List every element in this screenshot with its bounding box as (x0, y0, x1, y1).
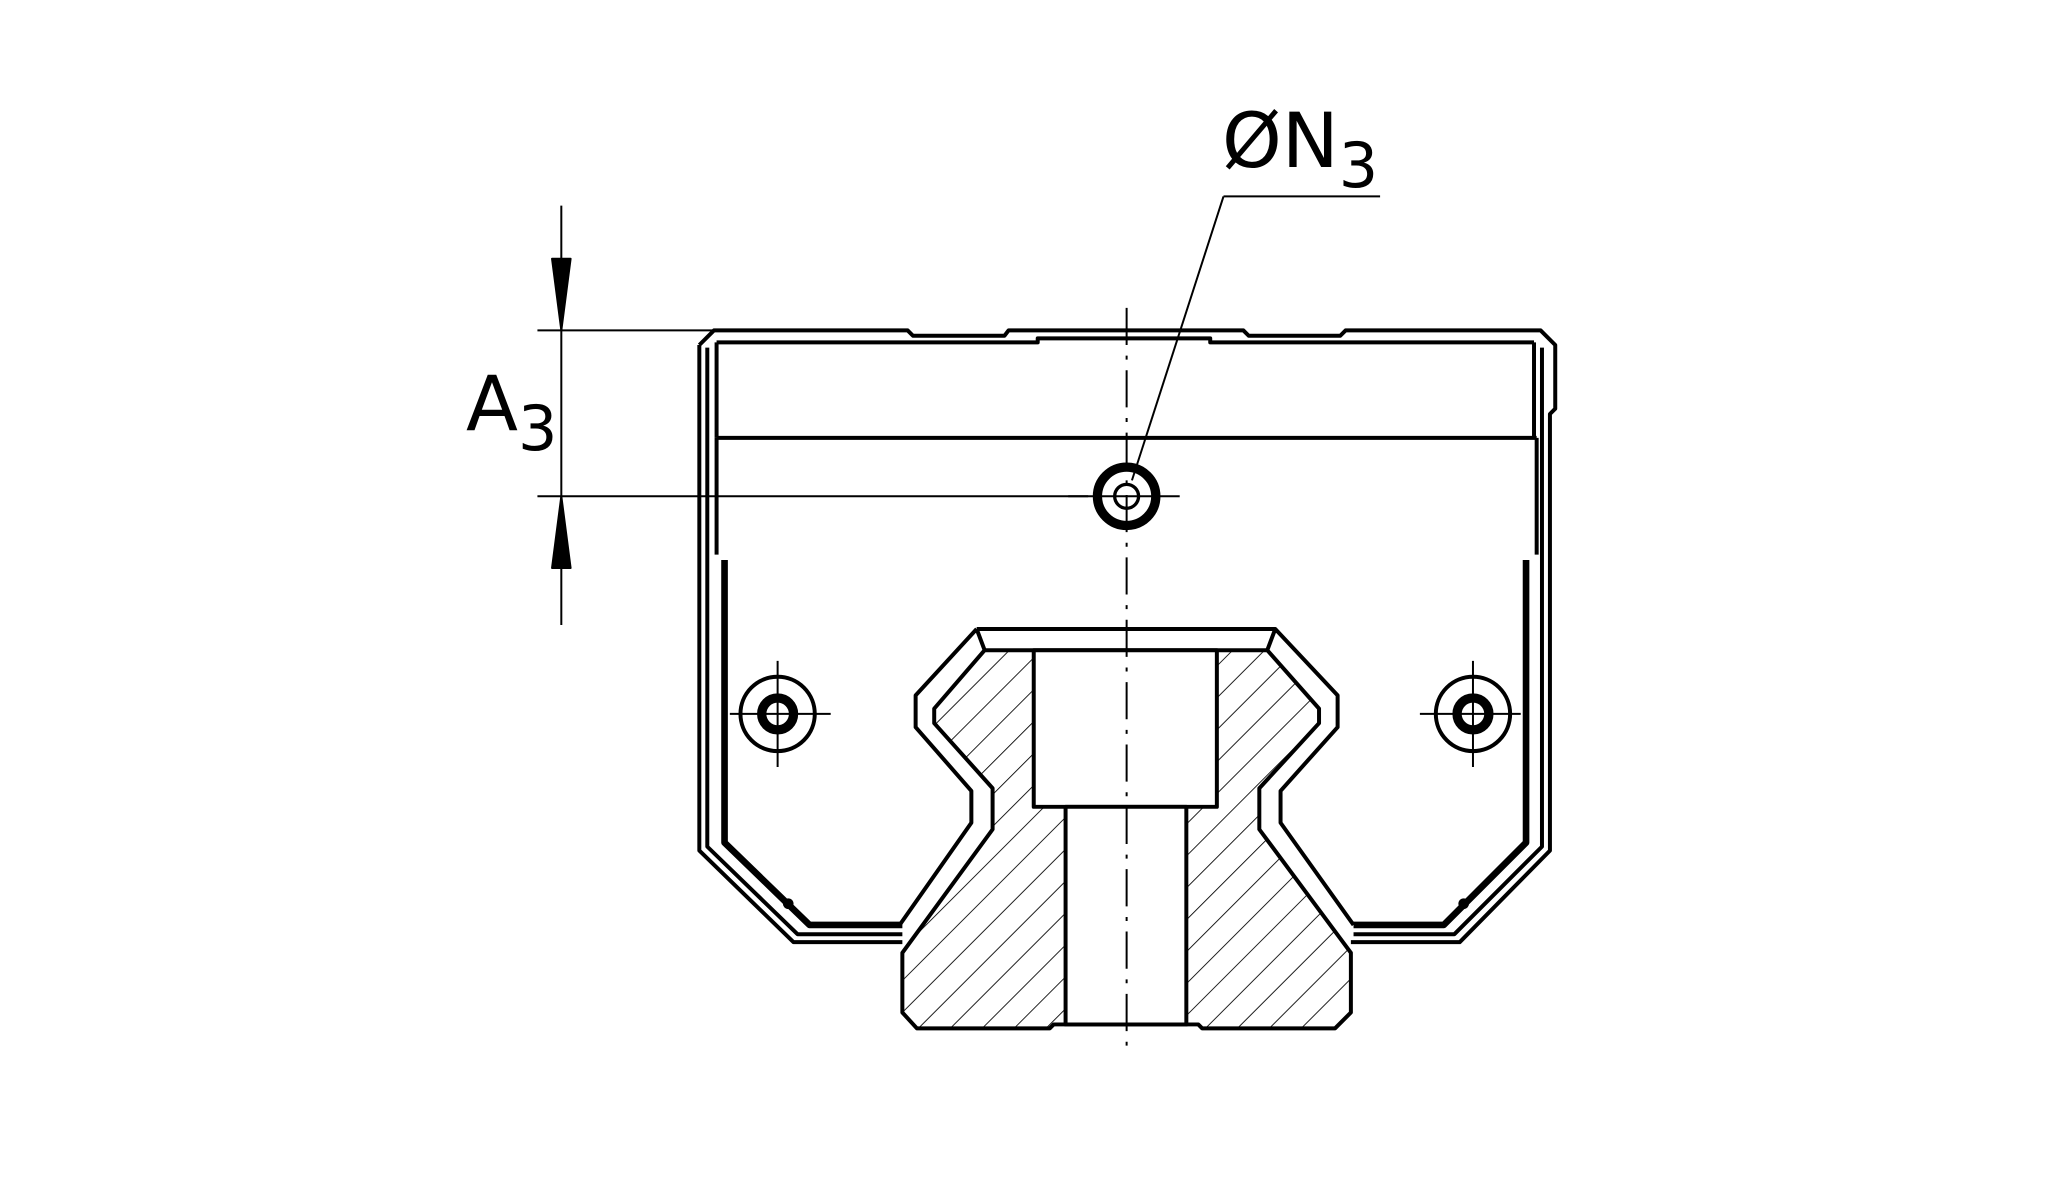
top-cap (714, 336, 1537, 440)
carriage-block-outline (697, 328, 1558, 945)
leader-n3 (1130, 195, 1381, 481)
dimension-a3 (537, 205, 1089, 626)
inner-walls (721, 559, 1530, 929)
carriage-inner-outline (705, 347, 1544, 937)
dimension-label-a3: A3 (466, 359, 557, 465)
right-mounting-hole-icon (1419, 660, 1521, 768)
seal-lip (898, 627, 1356, 927)
counterbore (1031, 648, 1219, 809)
left-mounting-hole-icon (729, 660, 831, 768)
dimension-label-n3: ØN3 (1222, 96, 1378, 202)
